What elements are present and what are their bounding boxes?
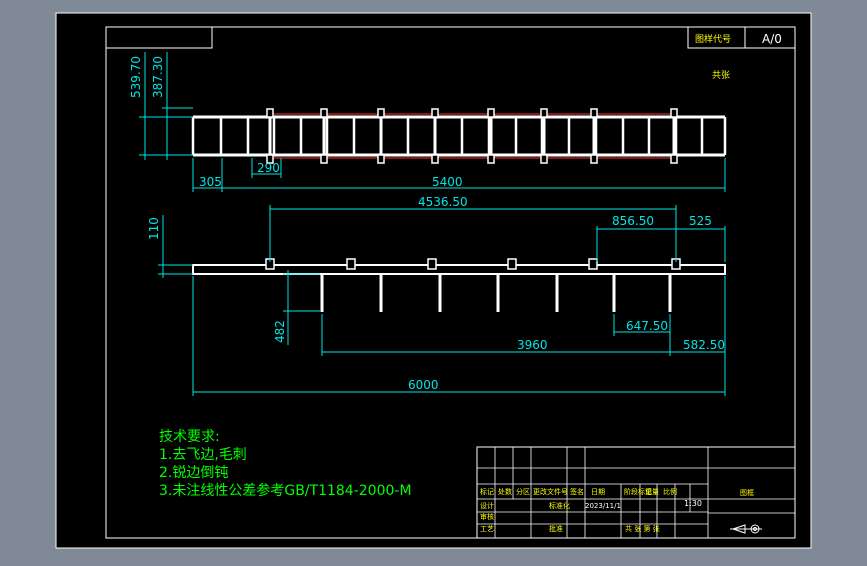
post (431, 154, 439, 164)
post (670, 154, 678, 164)
post (320, 108, 328, 118)
tb-scale: 1:30 (684, 499, 702, 508)
dim-end-right: 525 (689, 214, 712, 228)
title-block-frame (476, 446, 796, 539)
projection-symbol-icon (730, 524, 762, 534)
tb-header-cell: 签名 (570, 487, 584, 496)
dim-height-inner: 387.30 (151, 56, 165, 98)
tb-review-label: 审核 (480, 512, 494, 521)
front-view: 110 4536.50 856.50 525 482 647.50 3960 5… (147, 195, 726, 396)
dim-front-height: 110 (147, 217, 161, 240)
mount-tab (346, 258, 356, 270)
tech-note-item: 3.未注线性公差参考GB/T1184-2000-M (159, 482, 412, 499)
tech-note-item: 2.锐边倒钝 (159, 465, 228, 481)
dim-end-bottom: 582.50 (683, 338, 725, 352)
post (320, 154, 328, 164)
post (540, 108, 548, 118)
dim-span-bottom: 3960 (517, 338, 548, 352)
mount-tab (588, 258, 598, 270)
tb-design-label: 设计 (480, 501, 494, 510)
tech-notes-heading: 技术要求: (159, 429, 220, 445)
dim-height-outer: 539.70 (129, 56, 143, 98)
tech-notes: 技术要求: 1.去飞边,毛刺 2.锐边倒钝 3.未注线性公差参考GB/T1184… (159, 429, 412, 499)
mount-tab (507, 258, 517, 270)
dim-length: 5400 (432, 175, 463, 189)
mount-tab (427, 258, 437, 270)
title-block: 标记处数分区更改文件号签名日期 阶段标记重量比例 设计 标准化 2023/11/1… (476, 446, 796, 539)
post (590, 154, 598, 164)
dim-spacing: 290 (257, 161, 280, 175)
post (670, 108, 678, 118)
tb-header-cell: 阶段标记 (624, 487, 652, 496)
dim-leg-depth: 482 (273, 320, 287, 343)
tb-header-cell: 比例 (663, 487, 677, 496)
tb-sheets: 共 张 第 张 (625, 524, 660, 533)
dim-span-top: 4536.50 (418, 195, 468, 209)
code-box (105, 26, 213, 49)
tb-header-cell: 分区 (516, 487, 530, 496)
tb-approve-label: 批准 (549, 524, 563, 533)
top-title-box (687, 26, 796, 49)
tb-process-label: 工艺 (480, 525, 494, 533)
dim-spacing-bottom: 647.50 (626, 319, 668, 333)
dim-end-offset: 305 (199, 175, 222, 189)
tb-date: 2023/11/1 (585, 502, 621, 510)
tb-header-cell: 日期 (591, 488, 605, 496)
post (487, 108, 495, 118)
tb-std-label: 标准化 (549, 501, 570, 510)
post (431, 108, 439, 118)
dim-spacing-top: 856.50 (612, 214, 654, 228)
post (487, 154, 495, 164)
tb-header-cell: 标记 (480, 487, 494, 496)
outer-frame (55, 12, 812, 549)
front-rail (192, 264, 726, 275)
tb-header-cell: 重量 (645, 488, 659, 496)
post (377, 108, 385, 118)
tb-header-cell: 更改文件号 (533, 487, 568, 496)
top-view: 539.70 387.30 290 305 5400 (129, 52, 727, 192)
post (266, 108, 274, 118)
top-note: 共张 (712, 70, 730, 81)
drawing-sheet (56, 13, 811, 548)
tb-drawing-name: 图框 (740, 488, 754, 497)
top-title-left: 图样代号 (695, 33, 731, 45)
post (590, 108, 598, 118)
dim-total-length: 6000 (408, 378, 439, 392)
inner-frame (105, 26, 796, 539)
tech-note-item: 1.去飞边,毛刺 (159, 447, 247, 463)
top-title-right: A/0 (762, 32, 782, 46)
tb-header-cell: 处数 (498, 487, 512, 496)
post (540, 154, 548, 164)
post (377, 154, 385, 164)
